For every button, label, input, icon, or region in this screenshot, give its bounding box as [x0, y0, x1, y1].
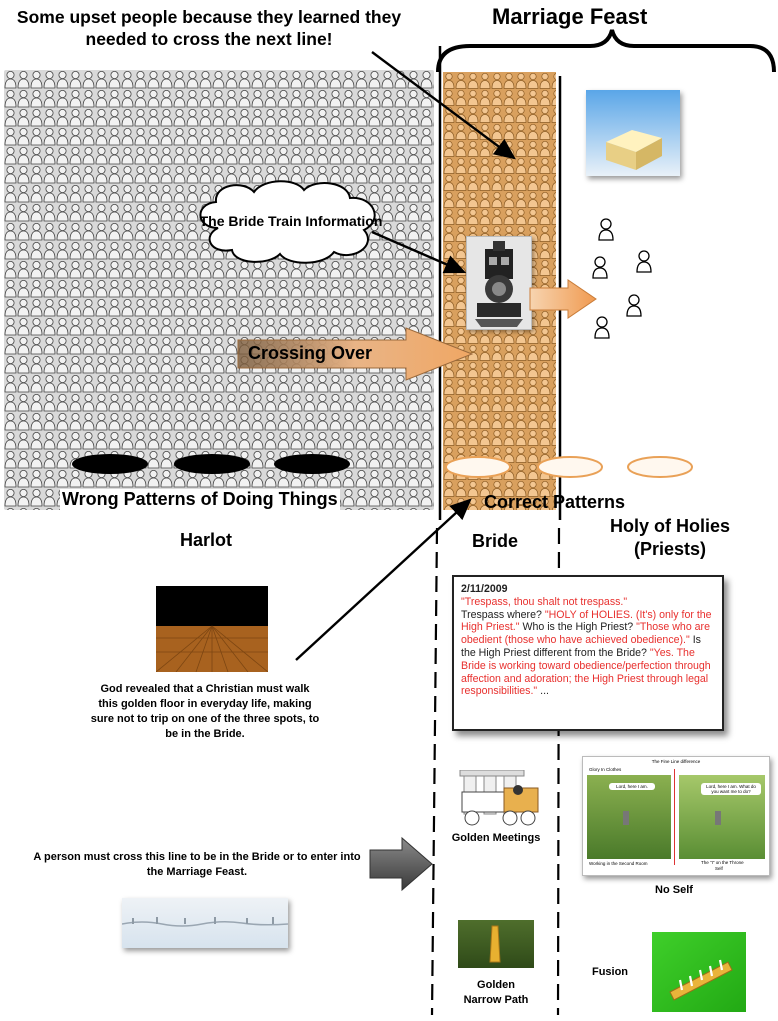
- fusion-image: [652, 932, 746, 1012]
- golden-floor-image: [156, 586, 268, 672]
- fusion-label: Fusion: [591, 966, 629, 978]
- wrong-patterns-label: Wrong Patterns of Doing Things: [60, 489, 340, 510]
- golden-meetings-label: Golden Meetings: [451, 832, 541, 844]
- narrow-line-1: Golden: [477, 979, 515, 991]
- golden-narrow-path-label: Golden Narrow Path: [462, 978, 530, 1008]
- note-quote-3: "Those who are obedient (those who have …: [461, 621, 710, 647]
- note-date: 2/11/2009: [461, 583, 508, 595]
- bride-label: Bride: [472, 531, 519, 551]
- note-quote-4: "Yes. The Bride is working toward obedie…: [461, 646, 711, 698]
- priest-figures: [592, 218, 652, 339]
- note-quote-1: "Trespass, thou shalt not trespass.": [461, 595, 628, 608]
- black-spots: [72, 454, 350, 474]
- top-caption: Some upset people because they learned t…: [16, 7, 402, 49]
- no-self-bubble-left: Lord, here I am.: [609, 783, 655, 790]
- golden-spots: [445, 456, 693, 478]
- note-quote-2: "HOLY of HOLIES. (It's) only for the Hig…: [461, 608, 712, 634]
- holy-of-holies-label: Holy of Holies (Priests): [570, 515, 770, 561]
- golden-meetings-image: [444, 769, 548, 828]
- correct-patterns-label: Correct Patterns: [484, 492, 626, 512]
- crossing-over-arrow: [237, 327, 474, 381]
- golden-narrow-path-image: [458, 920, 534, 968]
- harlot-crowd: [4, 70, 434, 510]
- no-self-label: No Self: [655, 884, 693, 896]
- narrow-line-2: Narrow Path: [463, 994, 529, 1006]
- holy-line-2: (Priests): [633, 539, 707, 559]
- line-photo: [122, 898, 288, 948]
- no-self-title: The Fine Line difference: [651, 759, 701, 764]
- revealed-caption: God revealed that a Christian must walk …: [90, 683, 320, 740]
- note-ellipsis: ...: [540, 685, 549, 698]
- feast-title: Marriage Feast: [492, 4, 648, 29]
- harlot-label: Harlot: [180, 530, 233, 550]
- no-self-left-heading: Glory In Clothes: [589, 767, 622, 772]
- feast-brace: [436, 29, 776, 73]
- gray-arrow: [369, 836, 433, 892]
- info-cloud: [199, 180, 376, 264]
- no-self-image: The Fine Line difference Glory In Clothe…: [582, 756, 770, 876]
- holy-line-1: Holy of Holies: [609, 516, 730, 536]
- note-question-2: Who is the High Priest?: [522, 621, 634, 634]
- no-self-bubble-right: Lord, here I am. What do you want me to …: [701, 783, 761, 795]
- no-self-footer-right-2: Self: [715, 866, 723, 871]
- cloud-text: The Bride Train Information: [199, 213, 383, 229]
- note-question-1: Trespass where?: [461, 608, 542, 621]
- cross-line-caption: A person must cross this line to be in t…: [33, 851, 361, 878]
- no-self-footer-right: The "I" on the Throne: [701, 860, 744, 865]
- note-question-3: Is the High Priest different from the Br…: [461, 634, 701, 659]
- golden-box-image: [586, 90, 680, 176]
- train-image: [466, 236, 532, 330]
- no-self-footer-left: Working in the Second Room: [589, 861, 648, 866]
- crossing-over-label: Crossing Over: [248, 343, 373, 363]
- right-arrow: [529, 279, 597, 319]
- revelation-note: 2/11/2009 "Trespass, thou shalt not tres…: [452, 575, 724, 731]
